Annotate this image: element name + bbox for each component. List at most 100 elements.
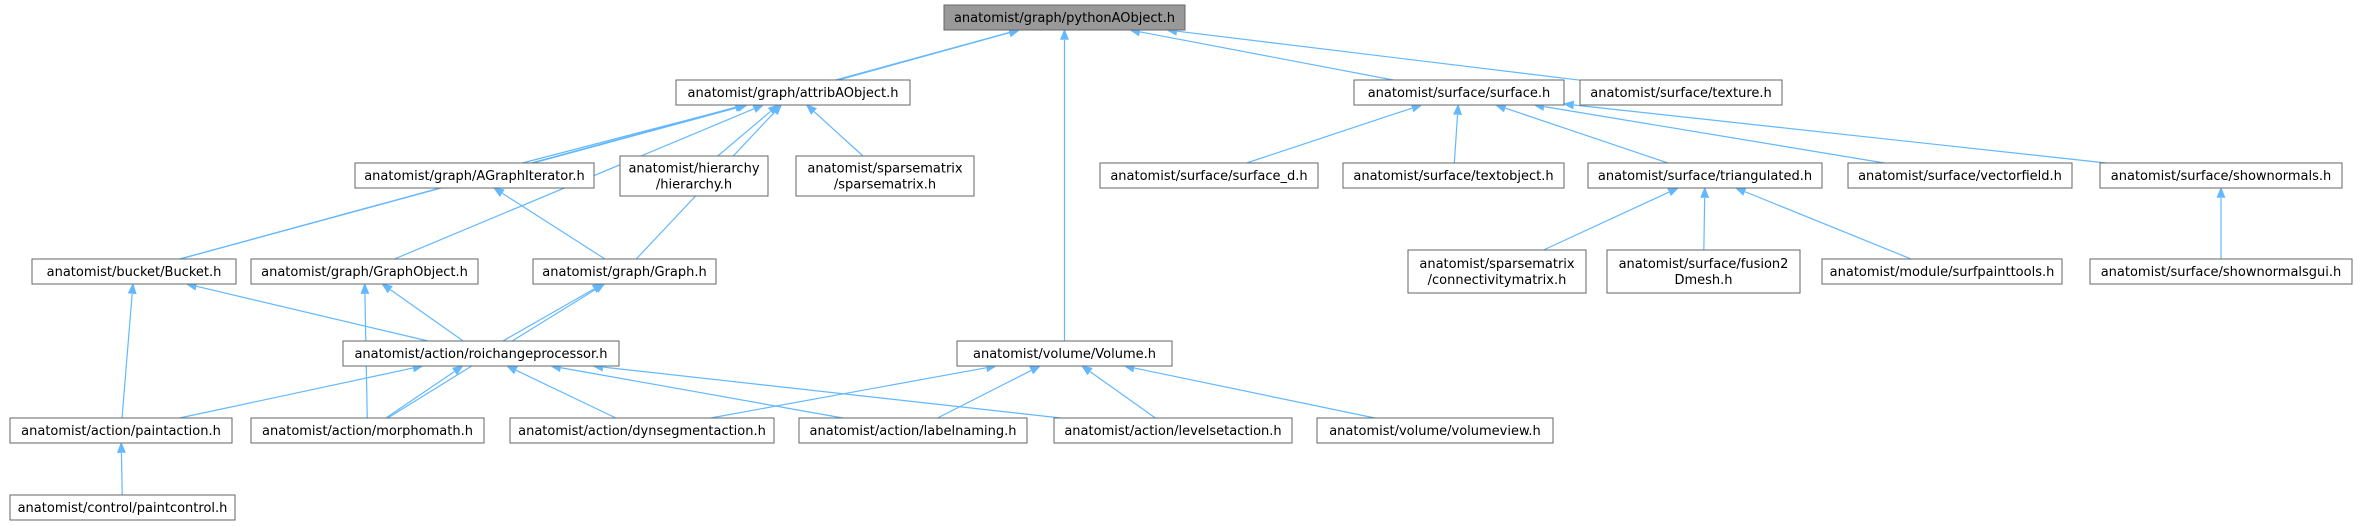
node-box-volume[interactable] (956, 340, 1173, 367)
node-box-morphomath[interactable] (250, 417, 485, 444)
node-label-roichange: anatomist/action/roichangeprocessor.h (354, 347, 607, 362)
node-label-textobject: anatomist/surface/textobject.h (1353, 169, 1553, 184)
edge-levelset-to-roichange (603, 366, 1061, 419)
arrowhead-morphomath-to-roichange (451, 365, 464, 376)
arrowhead-graph-to-attrib (771, 104, 783, 116)
edge-dynseg-to-volume (710, 367, 987, 419)
node-connectivity[interactable]: anatomist/sparsematrix/connectivitymatri… (1407, 249, 1587, 294)
node-box-graphobject[interactable] (250, 258, 479, 285)
node-bucket[interactable]: anatomist/bucket/Bucket.h (31, 258, 237, 285)
arrowhead-fusion2d-to-triangulated (1700, 186, 1710, 198)
edge-levelset-to-volume (1089, 371, 1156, 419)
node-label-paintaction: anatomist/action/paintaction.h (21, 424, 221, 439)
node-box-texture[interactable] (1579, 79, 1783, 106)
node-label-graphobject: anatomist/graph/GraphObject.h (261, 265, 468, 280)
node-box-volumeview[interactable] (1316, 417, 1554, 444)
edges-layer (116, 26, 2226, 496)
node-labelnaming[interactable]: anatomist/action/labelnaming.h (798, 417, 1028, 444)
edge-surface_d-to-surface (1246, 107, 1413, 164)
node-dynseg[interactable]: anatomist/action/dynsegmentaction.h (509, 417, 775, 444)
node-box-sparsematrix[interactable] (795, 155, 975, 197)
node-box-paintaction[interactable] (9, 417, 233, 444)
edge-hierarchy-to-attrib (717, 110, 771, 157)
node-box-connectivity[interactable] (1407, 249, 1587, 294)
node-box-fusion2d[interactable] (1606, 249, 1801, 294)
node-box-hierarchy[interactable] (619, 155, 769, 197)
node-label-surfpaint: anatomist/module/surfpainttools.h (1830, 265, 2055, 280)
arrowhead-roichange-to-graphobject (381, 283, 393, 294)
node-label-bucket: anatomist/bucket/Bucket.h (47, 265, 222, 280)
arrowhead-triangulated-to-surface (1494, 103, 1507, 113)
node-box-shownormalsgui[interactable] (2089, 258, 2353, 285)
node-box-surface_d[interactable] (1099, 162, 1319, 189)
node-box-dynseg[interactable] (509, 417, 775, 444)
node-box-vectorfield[interactable] (1847, 162, 2073, 189)
node-label-graph: anatomist/graph/Graph.h (542, 265, 706, 280)
edge-texture-to-root (1177, 30, 1581, 81)
node-box-shownormals[interactable] (2099, 162, 2343, 189)
node-label-shownormals: anatomist/surface/shownormals.h (2111, 169, 2331, 184)
node-label-root: anatomist/graph/pythonAObject.h (954, 11, 1175, 26)
arrowhead-graphobject-to-attrib (752, 104, 765, 113)
node-label-hierarchy: /hierarchy.h (656, 178, 732, 193)
node-textobject[interactable]: anatomist/surface/textobject.h (1342, 162, 1565, 189)
node-box-labelnaming[interactable] (798, 417, 1028, 444)
node-label-volumeview: anatomist/volume/volumeview.h (1329, 424, 1541, 439)
edge-roichange-to-graph (502, 288, 595, 342)
node-texture[interactable]: anatomist/surface/texture.h (1579, 79, 1783, 106)
node-graph[interactable]: anatomist/graph/Graph.h (532, 258, 717, 285)
node-box-agraphiter[interactable] (354, 162, 595, 189)
node-box-attrib[interactable] (675, 79, 911, 106)
arrowhead-graph-to-agraphiter (492, 187, 505, 198)
node-label-vectorfield: anatomist/surface/vectorfield.h (1858, 169, 2062, 184)
node-levelset[interactable]: anatomist/action/levelsetaction.h (1053, 417, 1293, 444)
node-box-graph[interactable] (532, 258, 717, 285)
node-box-triangulated[interactable] (1587, 162, 1823, 189)
node-surface_d[interactable]: anatomist/surface/surface_d.h (1099, 162, 1319, 189)
node-label-connectivity: /connectivitymatrix.h (1428, 273, 1567, 288)
node-agraphiter[interactable]: anatomist/graph/AGraphIterator.h (354, 162, 595, 189)
edge-agraphiter-to-attrib (522, 106, 736, 164)
node-triangulated[interactable]: anatomist/surface/triangulated.h (1587, 162, 1823, 189)
node-root[interactable]: anatomist/graph/pythonAObject.h (943, 4, 1186, 31)
node-shownormalsgui[interactable]: anatomist/surface/shownormalsgui.h (2089, 258, 2353, 285)
arrowhead-morphomath-to-graphobject (360, 282, 370, 294)
arrowhead-paintcontrol-to-paintaction (116, 441, 126, 453)
node-box-roichange[interactable] (342, 340, 620, 367)
node-graphobject[interactable]: anatomist/graph/GraphObject.h (250, 258, 479, 285)
node-roichange[interactable]: anatomist/action/roichangeprocessor.h (342, 340, 620, 367)
node-label-morphomath: anatomist/action/morphomath.h (262, 424, 473, 439)
edge-volumeview-to-volume (1134, 367, 1375, 419)
arrowhead-volume-to-root (1060, 28, 1069, 40)
edge-vectorfield-to-surface (1544, 106, 1885, 164)
arrowhead-levelset-to-volume (1081, 365, 1093, 376)
node-paintaction[interactable]: anatomist/action/paintaction.h (9, 417, 233, 444)
node-label-levelset: anatomist/action/levelsetaction.h (1064, 424, 1281, 439)
node-box-textobject[interactable] (1342, 162, 1565, 189)
node-label-sparsematrix: /sparsematrix.h (834, 178, 936, 193)
node-surface[interactable]: anatomist/surface/surface.h (1353, 79, 1565, 106)
node-paintcontrol[interactable]: anatomist/control/paintcontrol.h (9, 494, 236, 521)
node-sparsematrix[interactable]: anatomist/sparsematrix/sparsematrix.h (795, 155, 975, 197)
node-label-paintcontrol: anatomist/control/paintcontrol.h (18, 501, 228, 516)
edge-sparsematrix-to-attrib (813, 111, 864, 157)
nodes-layer: anatomist/graph/pythonAObject.h anatomist… (9, 4, 2353, 521)
edge-morphomath-to-roichange (385, 371, 455, 419)
node-volumeview[interactable]: anatomist/volume/volumeview.h (1316, 417, 1554, 444)
node-box-levelset[interactable] (1053, 417, 1293, 444)
node-morphomath[interactable]: anatomist/action/morphomath.h (250, 417, 485, 444)
node-box-paintcontrol[interactable] (9, 494, 236, 521)
node-attrib[interactable]: anatomist/graph/attribAObject.h (675, 79, 911, 106)
node-volume[interactable]: anatomist/volume/Volume.h (956, 340, 1173, 367)
node-box-surfpaint[interactable] (1821, 258, 2063, 285)
node-box-surface[interactable] (1353, 79, 1565, 106)
node-box-root[interactable] (943, 4, 1186, 31)
node-surfpaint[interactable]: anatomist/module/surfpainttools.h (1821, 258, 2063, 285)
node-shownormals[interactable]: anatomist/surface/shownormals.h (2099, 162, 2343, 189)
node-vectorfield[interactable]: anatomist/surface/vectorfield.h (1847, 162, 2073, 189)
edge-paintaction-to-roichange (179, 367, 413, 419)
node-hierarchy[interactable]: anatomist/hierarchy/hierarchy.h (619, 155, 769, 197)
node-box-bucket[interactable] (31, 258, 237, 285)
